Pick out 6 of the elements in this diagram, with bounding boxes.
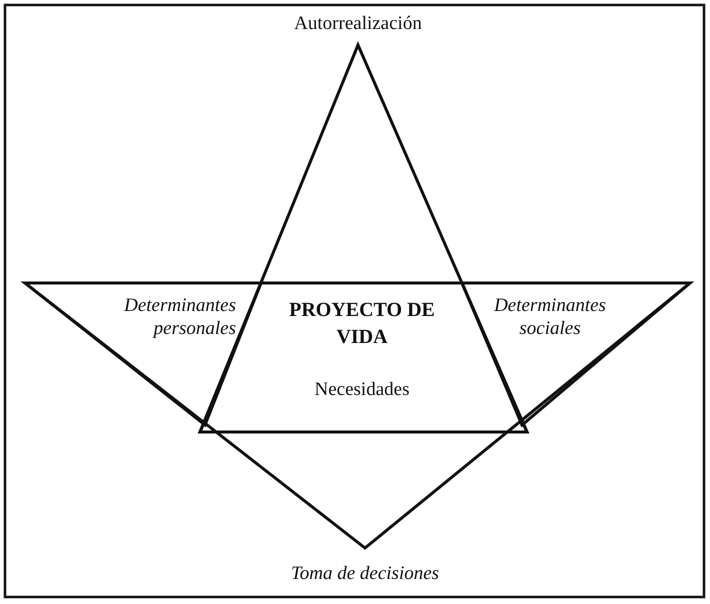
center-label: Necesidades	[314, 378, 410, 401]
center-title: PROYECTO DE VIDA	[288, 298, 436, 350]
apex-label: Autorrealización	[293, 12, 423, 35]
region-label: Determinantes sociales	[493, 294, 607, 340]
region-label: Determinantes personales	[123, 294, 236, 340]
bottom-label: Toma de decisiones	[290, 562, 440, 585]
